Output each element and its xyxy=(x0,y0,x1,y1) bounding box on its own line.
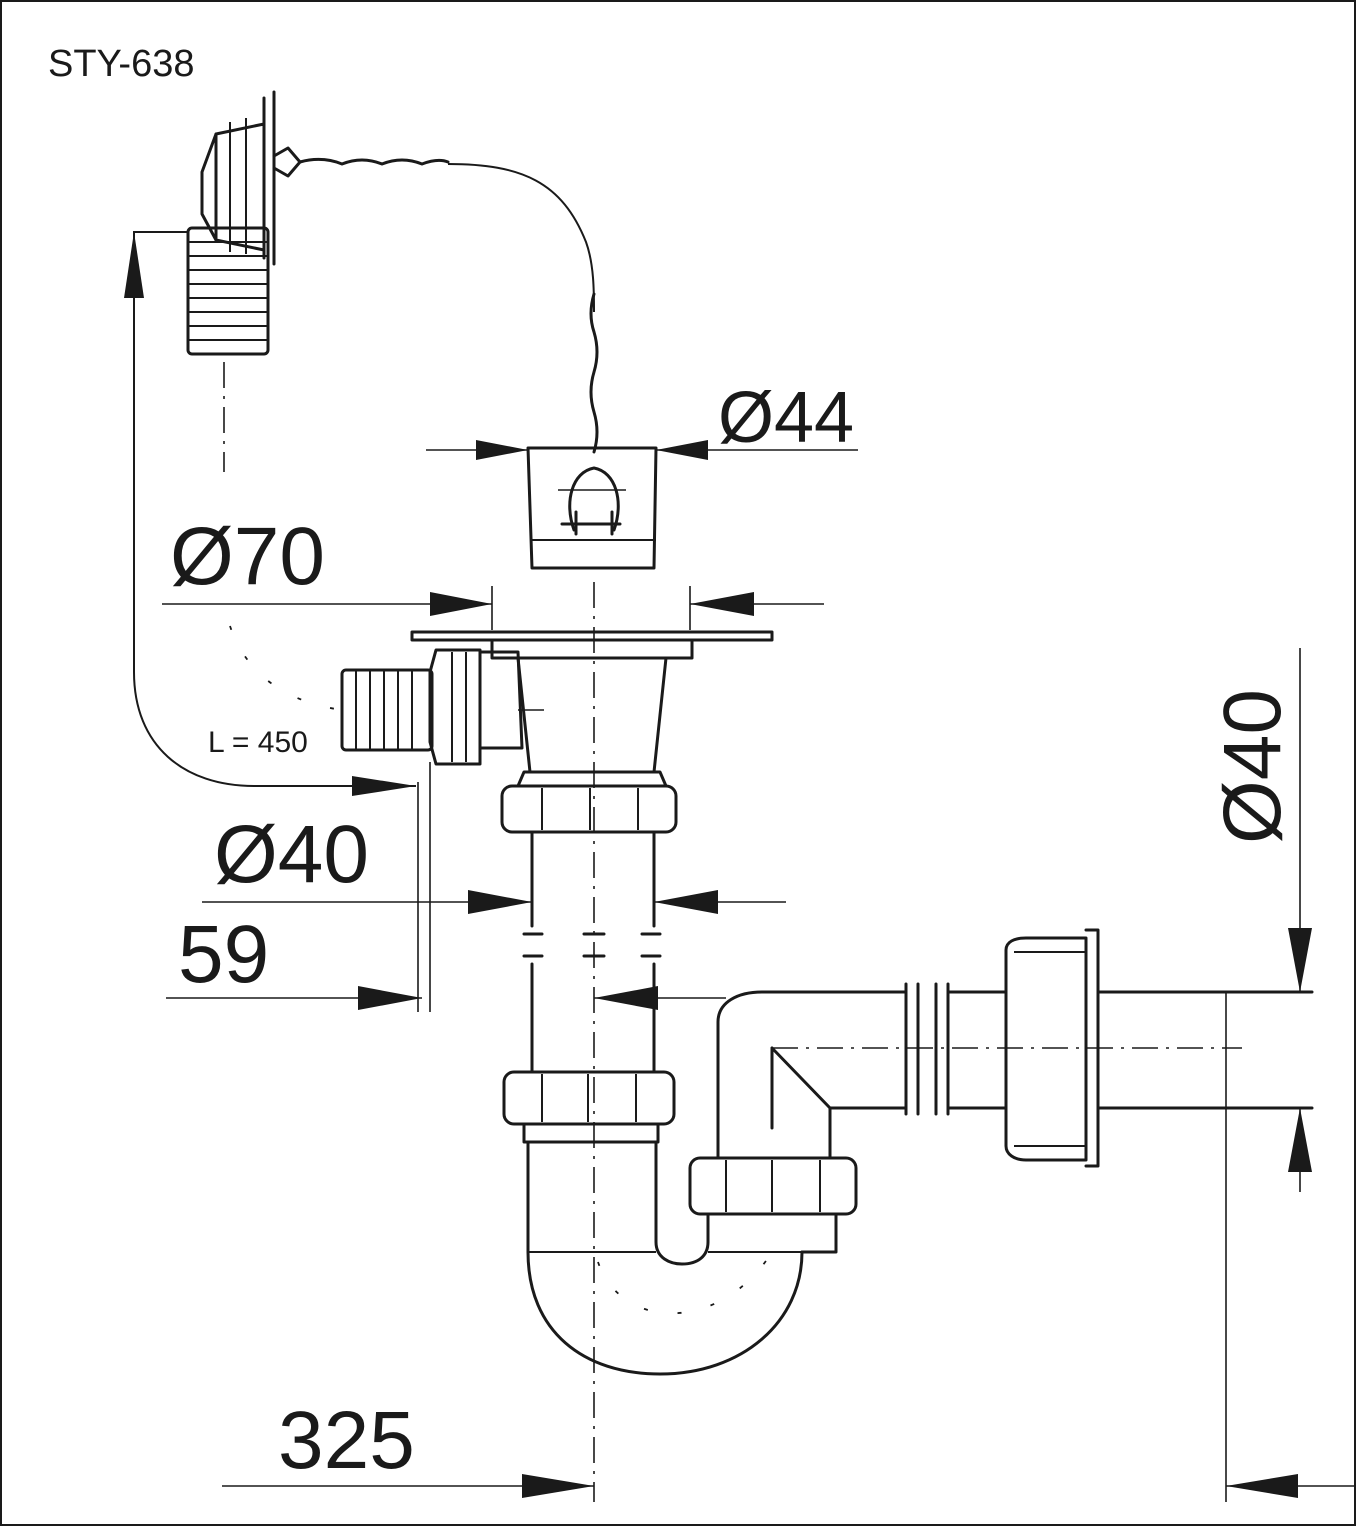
upper-nut xyxy=(500,784,678,834)
outlet-diameter-dimension: Ø40 xyxy=(1207,648,1312,1192)
model-code: STY-638 xyxy=(48,43,194,85)
overall-width-label: 325 xyxy=(278,1395,415,1486)
overflow-hose-length-label: L = 450 xyxy=(208,726,308,759)
lower-nut xyxy=(502,1070,676,1144)
plug-diameter-label: Ø44 xyxy=(718,378,854,458)
waste-diameter-label: Ø70 xyxy=(170,511,325,602)
inlet-diameter-label: Ø40 xyxy=(214,809,369,900)
waste-diameter-dimension: Ø70 xyxy=(162,511,824,630)
outlet-diameter-label: Ø40 xyxy=(1207,689,1298,844)
overflow-hose-icon xyxy=(186,226,270,356)
trap-icon xyxy=(526,990,1242,1376)
overflow-offset-dimension: 59 xyxy=(166,762,726,1012)
plug-diameter-dimension: Ø44 xyxy=(426,378,858,460)
outlet-pipe xyxy=(904,928,1314,1168)
waste-body xyxy=(340,630,774,788)
tail-pipe xyxy=(522,830,662,1074)
inlet-diameter-dimension: Ø40 xyxy=(202,809,786,914)
overflow-offset-label: 59 xyxy=(178,909,269,1000)
overall-width-dimension: 325 xyxy=(222,582,1354,1502)
overflow-hose-route: L = 450 xyxy=(124,231,416,796)
overflow-fitting-top xyxy=(186,90,302,472)
chain-icon xyxy=(298,157,599,454)
plug-icon xyxy=(526,446,658,570)
